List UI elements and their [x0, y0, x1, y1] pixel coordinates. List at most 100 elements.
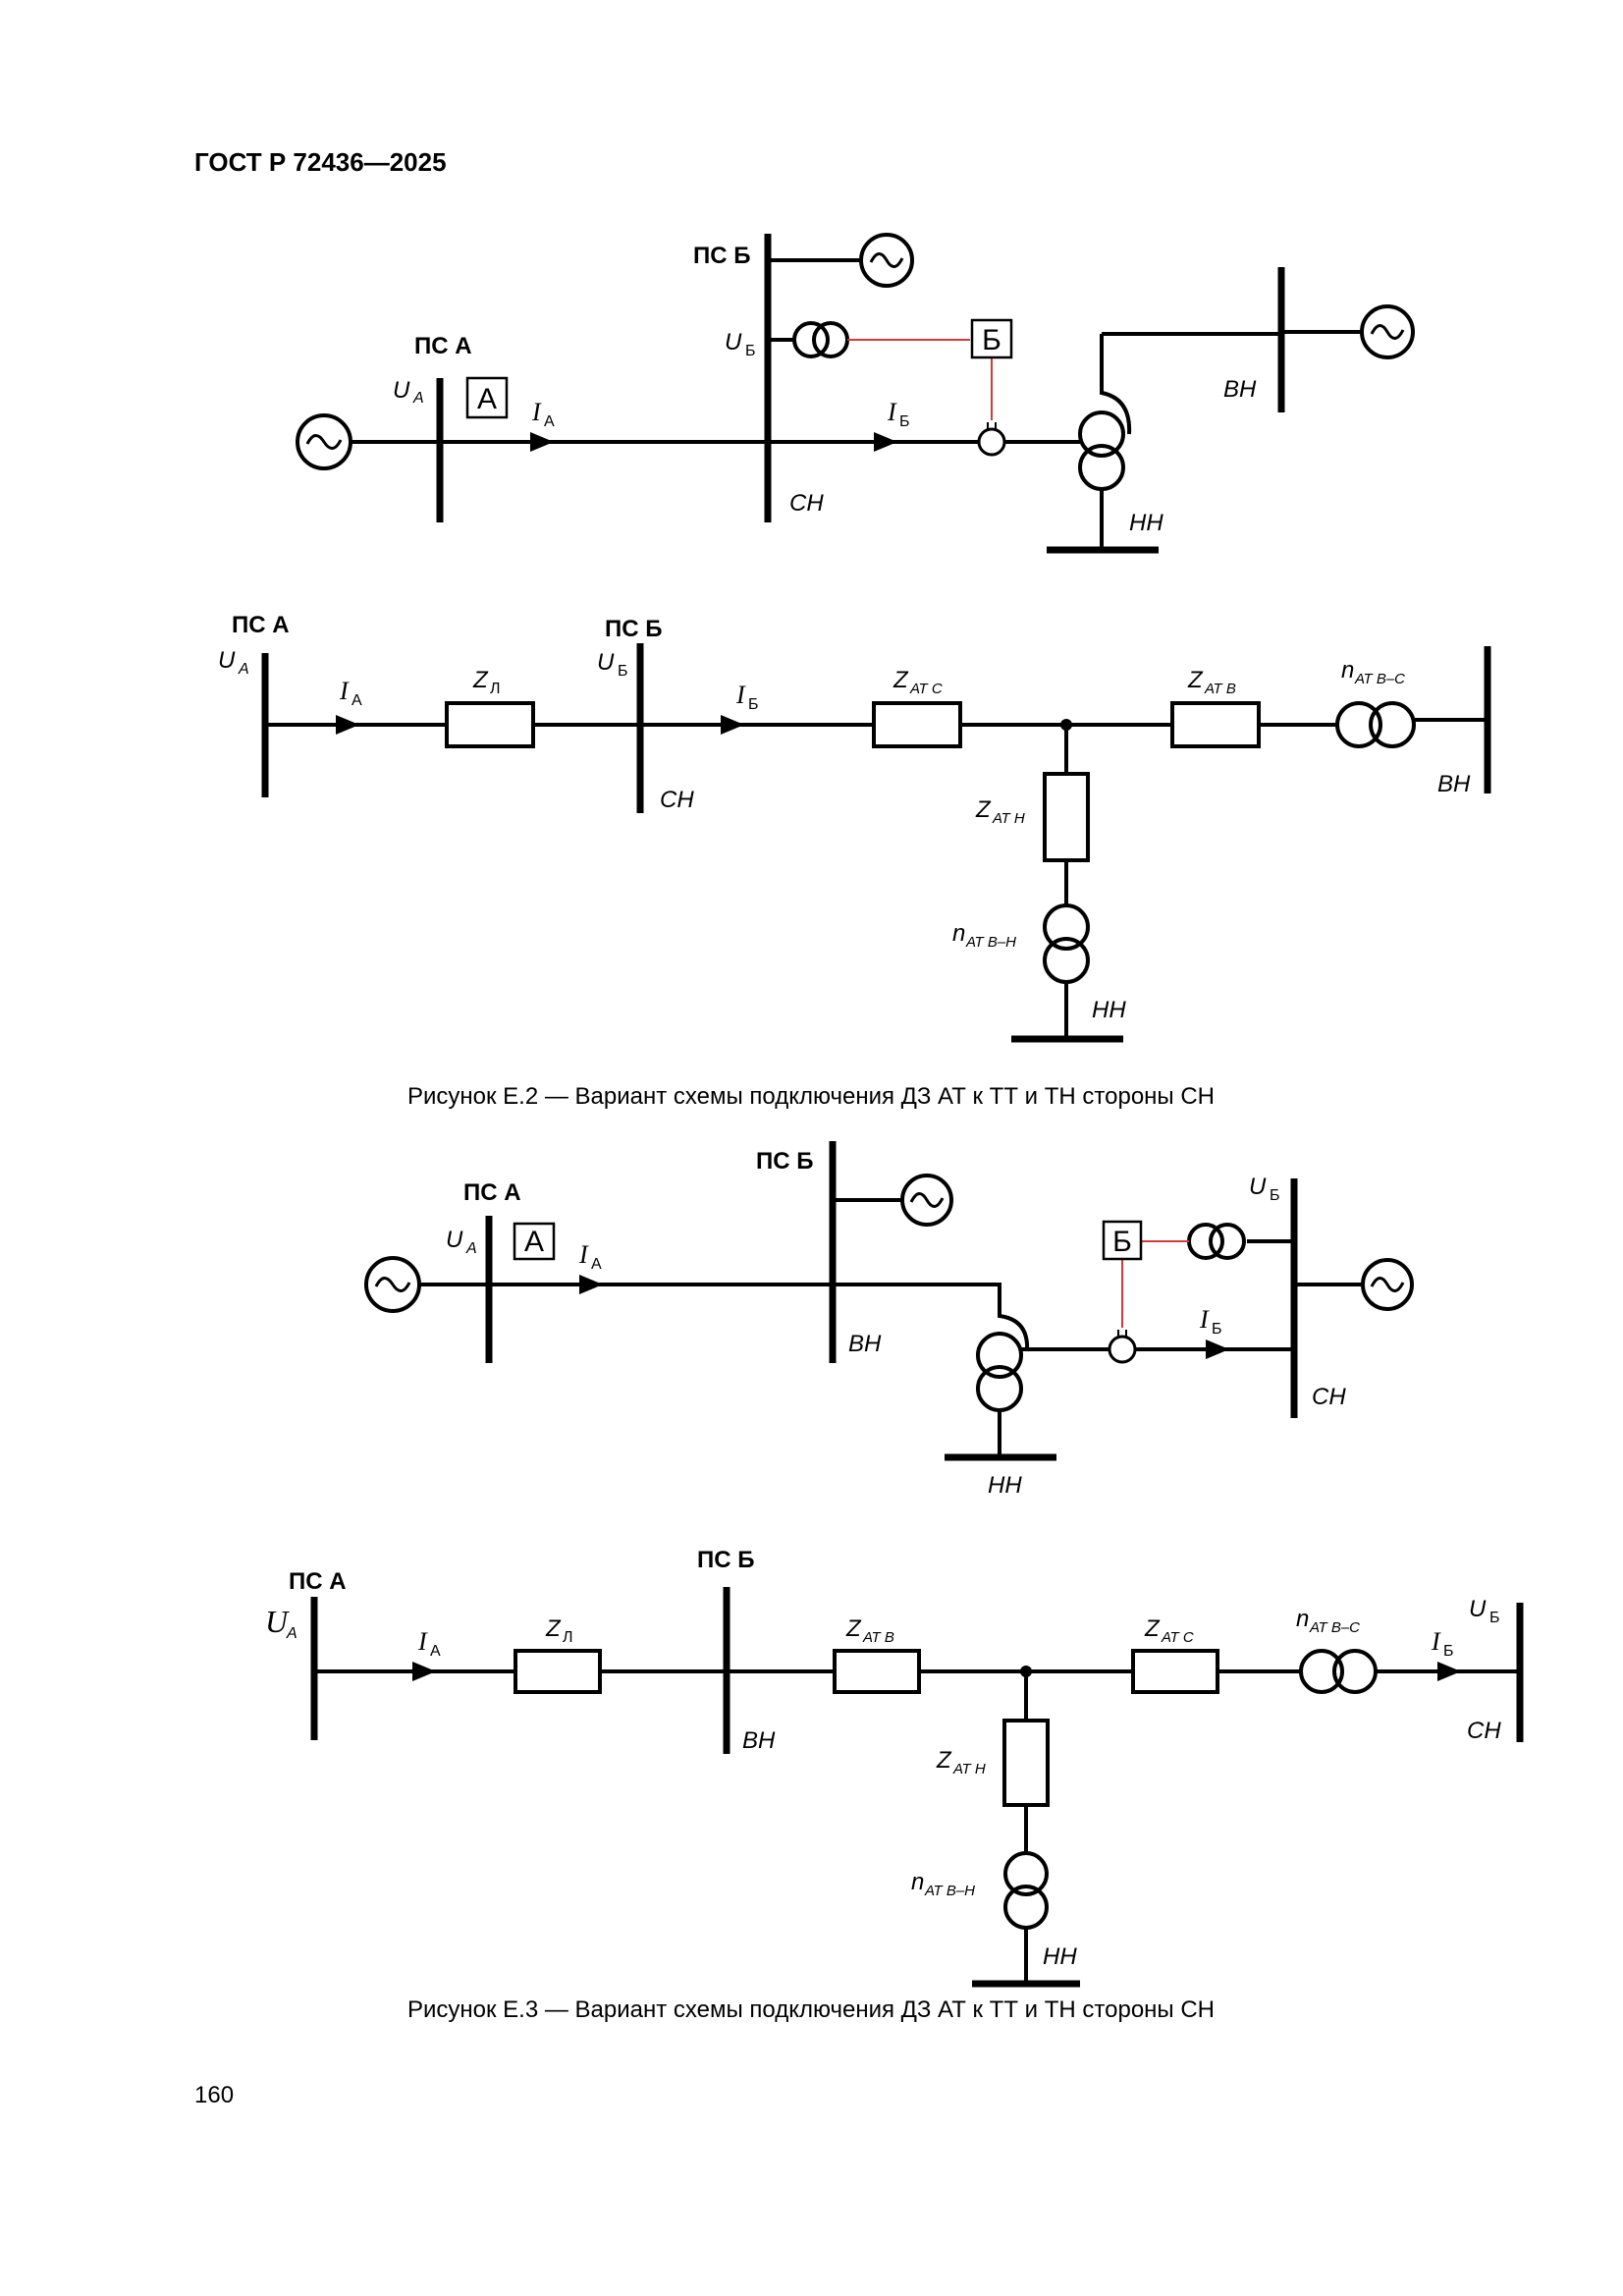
sine-icon	[305, 434, 343, 450]
relay-a-label: А	[477, 383, 497, 415]
transformer-icon	[1335, 701, 1382, 748]
ps-b-label: ПС Б	[756, 1148, 814, 1175]
diagram-e2-schematic	[296, 233, 1415, 554]
sine-icon	[374, 1277, 411, 1292]
voltage-u-label: U	[725, 329, 742, 355]
figure-caption-e3: Рисунок Е.3 — Вариант схемы подключения …	[407, 1996, 1215, 2023]
voltage-u-sub: Б	[1270, 1187, 1280, 1204]
current-i-sub: Б	[748, 696, 759, 713]
relay-b-box	[1102, 1220, 1143, 1261]
impedance-z-sub: АТ Н	[952, 1761, 986, 1777]
bus-vn-label: ВН	[742, 1727, 776, 1754]
impedance-z-label: Z	[1187, 667, 1204, 693]
autotransformer-icon	[976, 1332, 1023, 1379]
bus-vn-label: ВН	[1437, 771, 1471, 797]
bus-sn-label: СН	[1312, 1384, 1346, 1410]
voltage-u-sub: А	[412, 390, 424, 407]
bus-sn-label: СН	[660, 787, 694, 813]
generator-icon	[1361, 1258, 1414, 1311]
bus-nn-label: НН	[1092, 997, 1126, 1023]
transformer-icon	[1043, 903, 1090, 951]
impedance-line	[514, 1649, 602, 1694]
relay-a-box	[513, 1222, 556, 1261]
figure-caption-e2: Рисунок Е.2 — Вариант схемы подключения …	[407, 1083, 1215, 1110]
current-i-label: I	[531, 398, 542, 426]
ratio-n-label: n	[952, 920, 965, 947]
bus-nn-label: НН	[1043, 1943, 1077, 1970]
ps-b-label: ПС Б	[605, 616, 663, 642]
diagram-e2-equivalent	[261, 643, 1491, 1043]
current-arrow-b	[1206, 1339, 1229, 1359]
current-transformer-icon	[1108, 1335, 1137, 1364]
autotransformer-icon	[1078, 410, 1125, 458]
signal-lines	[847, 339, 993, 420]
voltage-u-sub: Б	[618, 663, 628, 680]
impedance-z-sub: АТ В	[862, 1629, 894, 1646]
impedance-at-s	[872, 701, 962, 748]
voltage-u-sub: А	[238, 661, 249, 678]
bus-sn-label: СН	[1467, 1718, 1501, 1744]
bus-nn-label: НН	[1129, 510, 1163, 536]
ratio-n-label: n	[911, 1869, 924, 1895]
voltage-transformer-icon	[792, 321, 830, 358]
sine-icon	[1370, 1277, 1405, 1292]
ratio-n-sub: АТ В–Н	[924, 1883, 975, 1899]
voltage-u-label: U	[446, 1227, 463, 1253]
voltage-u-sub: Б	[745, 343, 756, 359]
generator-icon	[1360, 304, 1415, 359]
voltage-u-sub: А	[465, 1240, 477, 1257]
current-i-label: I	[887, 398, 897, 426]
page-number: 160	[194, 2082, 235, 2108]
current-i-label: I	[578, 1240, 589, 1269]
current-i-label: I	[1199, 1305, 1210, 1334]
impedance-z-label: Z	[936, 1747, 952, 1774]
impedance-z-label: Z	[472, 667, 489, 693]
sine-icon	[1370, 324, 1405, 340]
impedance-z-sub: АТ С	[909, 681, 943, 697]
generator-icon	[859, 233, 914, 288]
impedance-z-label: Z	[1144, 1615, 1161, 1642]
bus-sn-label: СН	[789, 490, 824, 517]
impedance-z-sub: Л	[563, 1629, 573, 1646]
voltage-u-label: U	[597, 649, 615, 676]
diagram-e3-equivalent	[310, 1587, 1524, 1988]
relay-a-box	[465, 376, 509, 419]
relay-b-label: Б	[982, 324, 1001, 356]
current-arrow-a	[530, 432, 554, 452]
current-i-sub: А	[352, 692, 362, 709]
current-i-sub: Б	[1212, 1321, 1222, 1338]
impedance-z-label: Z	[845, 1615, 862, 1642]
voltage-u-sub: А	[286, 1625, 298, 1642]
impedance-at-s	[1131, 1649, 1219, 1694]
bus-nn-label: НН	[988, 1472, 1022, 1499]
impedance-at-v	[833, 1649, 921, 1694]
current-arrow-a	[579, 1275, 603, 1294]
ratio-n-sub: АТ В–Н	[965, 934, 1016, 951]
ratio-n-label: n	[1296, 1606, 1309, 1632]
impedance-z-sub: АТ В	[1204, 681, 1236, 697]
current-i-sub: Б	[1443, 1643, 1454, 1660]
current-i-label: I	[417, 1627, 428, 1656]
signal-lines	[1121, 1240, 1189, 1328]
impedance-z-sub: Л	[490, 681, 501, 697]
current-arrow-a	[412, 1662, 436, 1681]
current-arrow-b	[1437, 1662, 1461, 1681]
bus-vn-label: ВН	[848, 1331, 882, 1357]
current-arrow-b	[874, 432, 897, 452]
current-arrow-a	[336, 715, 359, 735]
voltage-u-label: U	[218, 647, 236, 674]
voltage-u-sub: Б	[1489, 1610, 1500, 1626]
impedance-at-n	[1043, 772, 1090, 862]
impedance-at-v	[1170, 701, 1261, 748]
document-header: ГОСТ Р 72436—2025	[194, 147, 447, 177]
impedance-z-label: Z	[975, 796, 992, 823]
ps-a-label: ПС А	[289, 1568, 347, 1595]
impedance-z-label: Z	[545, 1615, 562, 1642]
relay-a-label: А	[524, 1226, 544, 1258]
voltage-u-label: U	[1469, 1596, 1487, 1622]
voltage-u-label: U	[1249, 1174, 1267, 1200]
ratio-n-sub: АТ В–С	[1354, 671, 1405, 687]
ratio-n-label: n	[1341, 657, 1354, 683]
